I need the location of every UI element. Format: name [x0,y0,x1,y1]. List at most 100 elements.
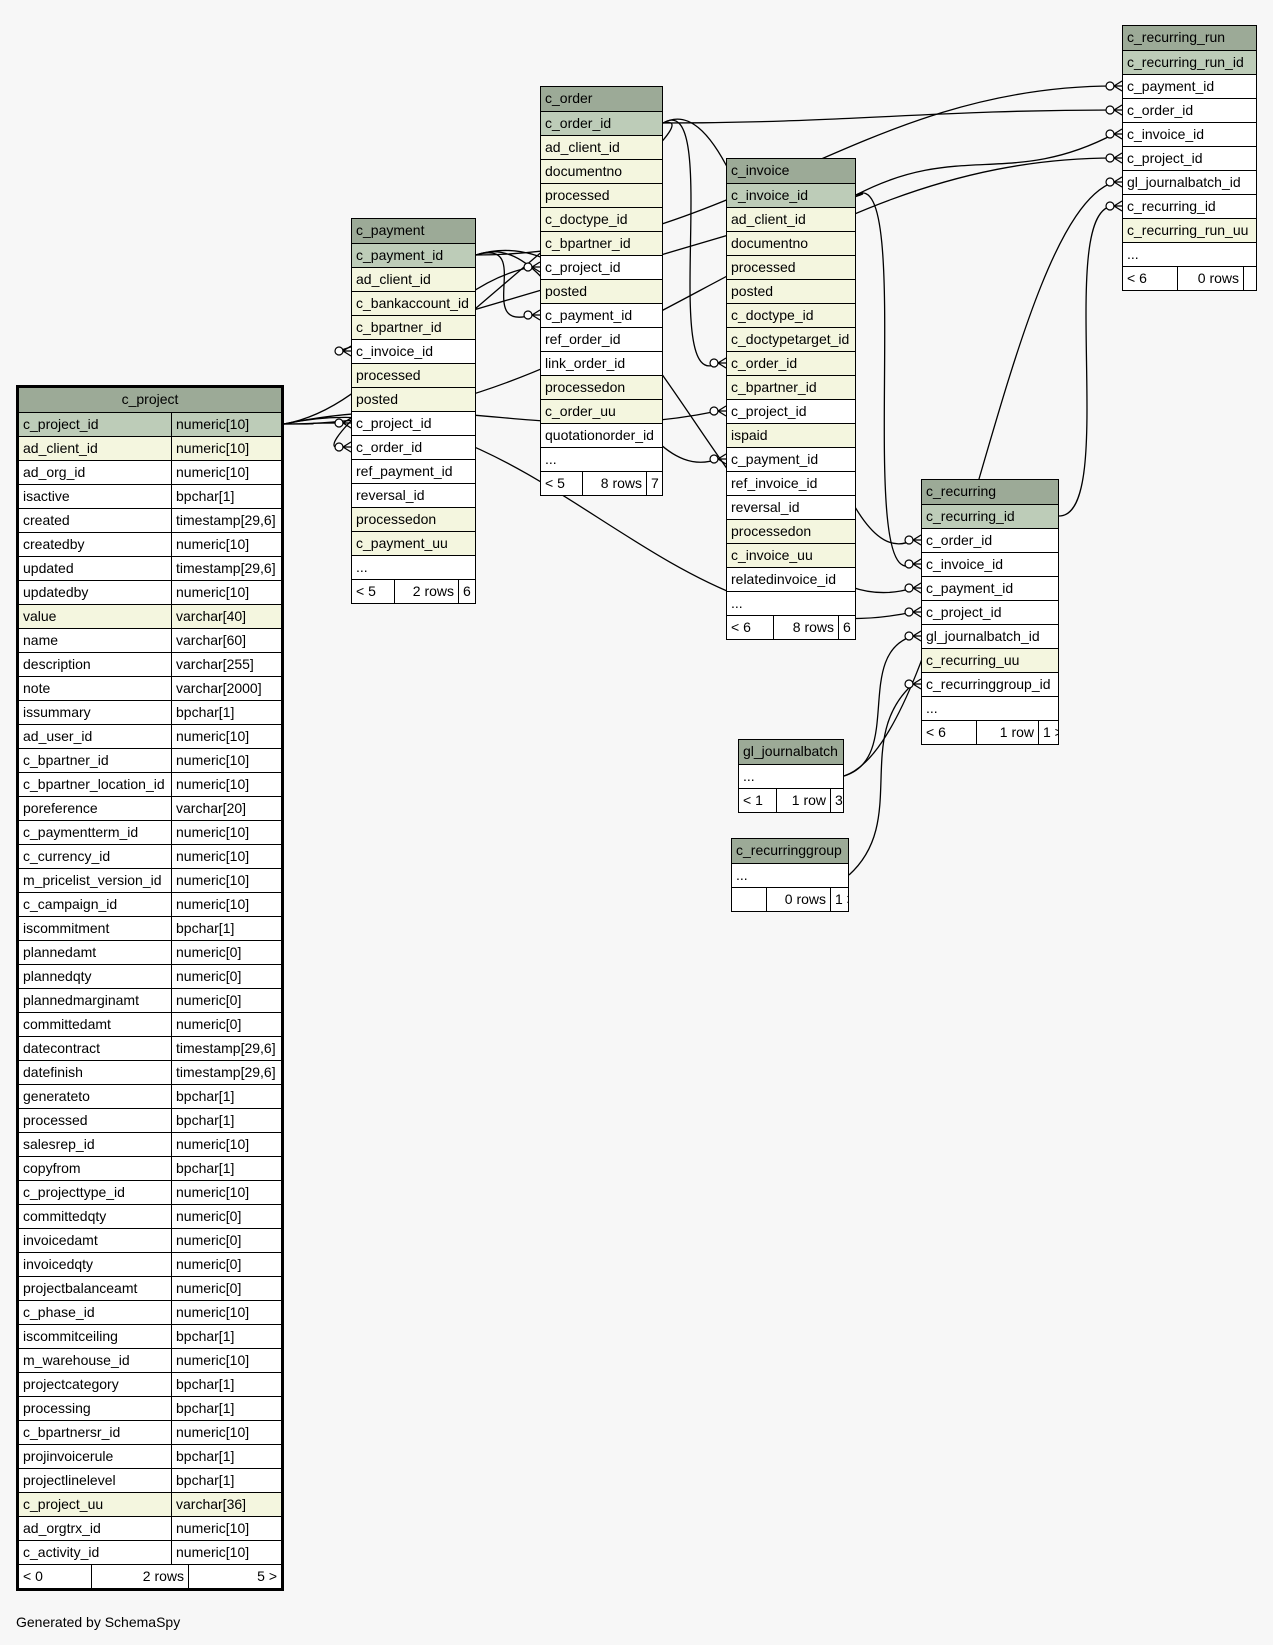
column-row[interactable]: processedon [541,375,662,399]
row-count[interactable]: 0 rows [1178,267,1244,290]
children-count[interactable]: 6 > [843,619,855,635]
row-count[interactable]: 2 rows [395,580,459,603]
column-row[interactable]: processed [541,183,662,207]
parents-count[interactable]: < 1 [739,789,777,812]
column-row[interactable]: c_payment_id [541,303,662,327]
column-row[interactable]: c_doctypetarget_id [727,327,855,351]
children-count[interactable] [1244,267,1256,290]
column-row[interactable]: c_recurring_id [1123,194,1256,218]
column-row[interactable]: ... [739,764,843,788]
column-row[interactable]: reversal_id [352,483,475,507]
column-row[interactable]: documentno [541,159,662,183]
column-row[interactable]: c_invoice_id [922,552,1058,576]
children-count[interactable]: 1 > [835,891,848,907]
column-row[interactable]: c_project_id [922,600,1058,624]
table-header[interactable]: c_payment [352,219,475,243]
children-count[interactable]: 3 > [835,792,843,808]
column-row[interactable]: posted [727,279,855,303]
column-row[interactable]: c_recurring_id [922,504,1058,528]
row-count[interactable]: 0 rows [767,888,831,911]
column-row[interactable]: posted [541,279,662,303]
column-row[interactable]: c_recurring_run_id [1123,50,1256,74]
column-row[interactable]: c_invoice_id [352,339,475,363]
column-row[interactable]: c_bpartner_id [541,231,662,255]
row-count[interactable]: 8 rows [774,616,839,639]
column-row[interactable]: ref_invoice_id [727,471,855,495]
column-row[interactable]: c_recurring_run_uu [1123,218,1256,242]
column-row[interactable]: c_doctype_id [541,207,662,231]
column-row[interactable]: c_payment_id [352,243,475,267]
children-count[interactable]: 1 > [1043,724,1058,740]
table-header[interactable]: c_invoice [727,159,855,183]
column-row[interactable]: posted [352,387,475,411]
column-row[interactable]: c_order_id [541,111,662,135]
table-header[interactable]: c_recurring_run [1123,26,1256,50]
column-row[interactable]: c_payment_id [1123,74,1256,98]
column-row[interactable]: c_invoice_id [727,183,855,207]
parents-count[interactable]: < 6 [922,721,977,744]
children-count[interactable]: 6 > [463,583,475,599]
column-row[interactable]: ad_client_id [541,135,662,159]
table-header[interactable]: c_project [19,388,281,412]
column-row[interactable]: c_recurringgroup_id [922,672,1058,696]
column-row[interactable]: c_bankaccount_id [352,291,475,315]
parents-count[interactable]: < 0 [19,1565,92,1588]
column-row[interactable]: c_project_id [727,399,855,423]
column-row[interactable]: ... [727,591,855,615]
parents-count[interactable]: < 5 [541,472,583,495]
column-row[interactable]: c_payment_id [727,447,855,471]
column-row[interactable]: documentno [727,231,855,255]
column-row[interactable]: c_doctype_id [727,303,855,327]
column-row[interactable]: c_project_id [541,255,662,279]
column-row[interactable]: c_order_uu [541,399,662,423]
column-row[interactable]: c_payment_uu [352,531,475,555]
children-count[interactable]: 5 > [257,1568,277,1584]
column-row[interactable]: ... [732,863,848,887]
column-row[interactable]: gl_journalbatch_id [1123,170,1256,194]
parents-count[interactable]: < 6 [727,616,774,639]
column-row[interactable]: c_bpartner_id [352,315,475,339]
parents-count[interactable] [732,888,767,911]
column-row[interactable]: ... [1123,242,1256,266]
column-row[interactable]: link_order_id [541,351,662,375]
